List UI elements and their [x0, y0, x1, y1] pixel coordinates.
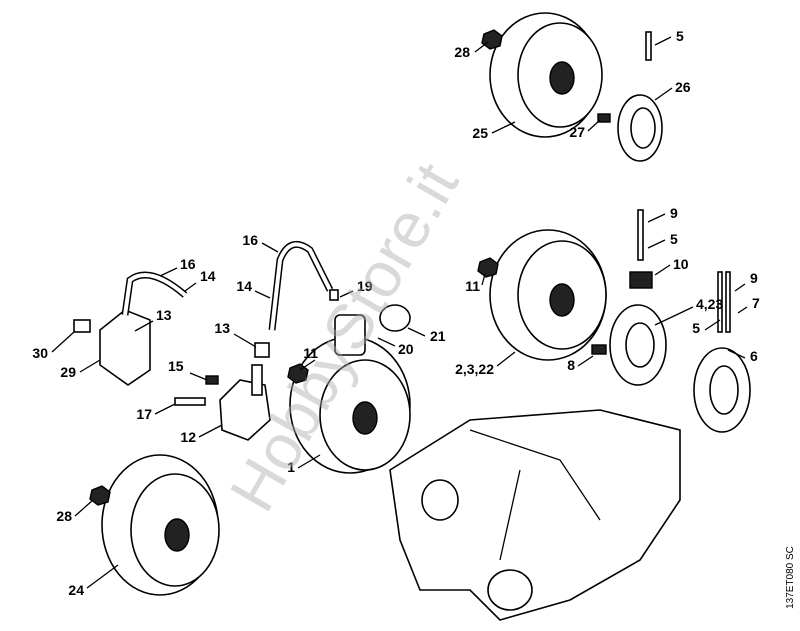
part-label: 5: [692, 320, 700, 336]
leader-line: [577, 355, 594, 367]
pins-9-5-10: [629, 209, 653, 289]
part-label: 11: [465, 278, 480, 294]
screw-8: [591, 344, 607, 355]
nut-11-right: [477, 257, 499, 278]
clip-30: [73, 319, 91, 333]
part-label: 30: [32, 345, 48, 361]
leader-line: [189, 372, 208, 381]
leader-line: [154, 403, 176, 415]
leader-line: [254, 290, 271, 299]
screw-17: [174, 397, 206, 406]
grommet-21: [379, 304, 411, 332]
leader-line: [654, 87, 673, 101]
leader-line: [198, 424, 223, 438]
part-label: 14: [236, 278, 252, 294]
part-label: 21: [430, 328, 446, 344]
leader-line: [261, 242, 279, 253]
leader-line: [737, 306, 748, 314]
part-label: 25: [472, 125, 488, 141]
ring-4-23: [609, 304, 667, 386]
part-label: 5: [670, 231, 678, 247]
part-label: 29: [60, 364, 76, 380]
flywheel-25: [489, 12, 603, 138]
flywheel-1: [289, 314, 411, 474]
part-label: 7: [752, 295, 760, 311]
leader-line: [51, 331, 75, 353]
drawing-code: 137ET080 SC: [785, 546, 797, 609]
pin-5-top: [645, 31, 652, 61]
part-label: 1: [287, 459, 295, 475]
part-label: 6: [750, 348, 758, 364]
part-label: 27: [569, 124, 585, 140]
part-label: 9: [670, 205, 678, 221]
leader-line: [496, 351, 516, 367]
part-label: 20: [398, 341, 414, 357]
part-label: 14: [200, 268, 216, 284]
leader-line: [407, 327, 426, 337]
boot-13-center: [254, 342, 270, 358]
ring-26: [617, 94, 663, 162]
leader-line: [297, 454, 321, 469]
part-label: 13: [156, 307, 172, 323]
screw-27: [597, 113, 611, 123]
part-label: 4,23: [696, 296, 723, 312]
clip-19: [329, 289, 339, 301]
leader-line: [74, 499, 94, 517]
part-label: 28: [56, 508, 72, 524]
part-label: 16: [180, 256, 196, 272]
leader-line: [481, 273, 486, 286]
leader-line: [587, 119, 601, 132]
leader-line: [647, 213, 666, 223]
ignition-module-29: [99, 271, 188, 386]
hose-16-14-center: [268, 240, 334, 331]
leader-line: [377, 337, 396, 347]
leader-line: [654, 264, 671, 276]
part-label: 28: [454, 44, 470, 60]
leader-line: [704, 319, 721, 331]
flywheel-24: [101, 454, 220, 596]
part-label: 13: [214, 320, 230, 336]
flywheel-2-3-22: [489, 229, 607, 361]
part-label: 16: [242, 232, 258, 248]
part-label: 9: [750, 270, 758, 286]
part-label: 10: [673, 256, 689, 272]
leader-line: [159, 267, 178, 277]
leader-line: [647, 239, 666, 249]
leader-line: [79, 359, 101, 373]
ignition-module-12: [219, 364, 271, 441]
part-label: 5: [676, 28, 684, 44]
part-label: 17: [136, 406, 152, 422]
nut-28-top: [481, 29, 503, 50]
crankcase: [389, 409, 681, 621]
leader-line: [134, 320, 154, 332]
leader-line: [734, 283, 746, 292]
leader-line: [727, 349, 746, 359]
leader-line: [233, 333, 257, 348]
part-label: 24: [68, 582, 84, 598]
part-label: 19: [357, 278, 373, 294]
ring-6: [693, 271, 751, 433]
leader-line: [339, 290, 354, 298]
leader-line: [299, 359, 316, 371]
part-label: 26: [675, 79, 691, 95]
part-label: 12: [180, 429, 196, 445]
part-label: 11: [303, 345, 318, 361]
leader-line: [474, 41, 489, 53]
leader-line: [184, 282, 197, 292]
leader-line: [491, 121, 516, 134]
leader-line: [654, 306, 694, 326]
leader-line: [86, 564, 119, 589]
part-label: 15: [168, 358, 184, 374]
leader-line: [654, 36, 672, 46]
part-label: 8: [567, 357, 575, 373]
nut-28-bottom: [89, 485, 111, 506]
clip-15: [205, 375, 219, 385]
part-label: 2,3,22: [455, 361, 494, 377]
